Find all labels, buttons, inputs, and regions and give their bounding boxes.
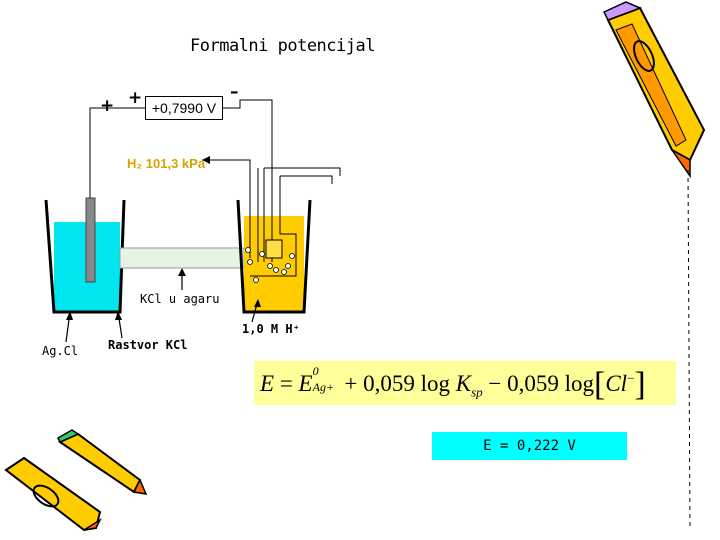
solution-label: Rastvor KCl bbox=[108, 338, 188, 352]
gas-bubbles bbox=[245, 247, 295, 283]
page-title: Formalni potencijal bbox=[190, 36, 375, 56]
h2-bell bbox=[250, 176, 297, 277]
salt-bridge-label: KCl u agaru bbox=[140, 292, 220, 306]
pt-electrode bbox=[265, 239, 283, 259]
salt-bridge bbox=[119, 247, 245, 269]
h2-outlet bbox=[264, 167, 341, 176]
plus-sign-inner: + bbox=[128, 88, 143, 108]
agcl-electrode bbox=[85, 197, 96, 283]
agcl-label: Ag.Cl bbox=[42, 344, 79, 358]
wire-left bbox=[89, 107, 145, 198]
h2-inlet bbox=[202, 159, 251, 258]
right-solution bbox=[244, 216, 304, 312]
h2-arrow-head bbox=[202, 156, 210, 164]
salt-bridge-arrow-head bbox=[178, 268, 186, 276]
minus-sign: – bbox=[230, 82, 239, 102]
acid-label: 1,0 M H⁺ bbox=[242, 322, 300, 336]
plus-sign-outer: + bbox=[100, 96, 115, 116]
h2-label: H₂ 101,3 kPa bbox=[127, 156, 206, 171]
voltmeter-reading: +0,7990 V bbox=[145, 96, 223, 120]
pencil-decoration-bottom bbox=[4, 429, 148, 532]
formula-box bbox=[254, 361, 676, 405]
h2-outlet-2 bbox=[280, 175, 333, 184]
result-box: E = 0,222 V bbox=[432, 432, 627, 460]
agcl-arrow-head bbox=[66, 311, 73, 320]
pencil-decoration-top bbox=[602, 1, 706, 179]
decorative-dashed-line bbox=[687, 169, 691, 531]
wire-right bbox=[221, 99, 273, 262]
solution-arrow-head bbox=[115, 311, 122, 320]
right-beaker bbox=[236, 199, 312, 314]
acid-arrow-head bbox=[254, 299, 261, 307]
